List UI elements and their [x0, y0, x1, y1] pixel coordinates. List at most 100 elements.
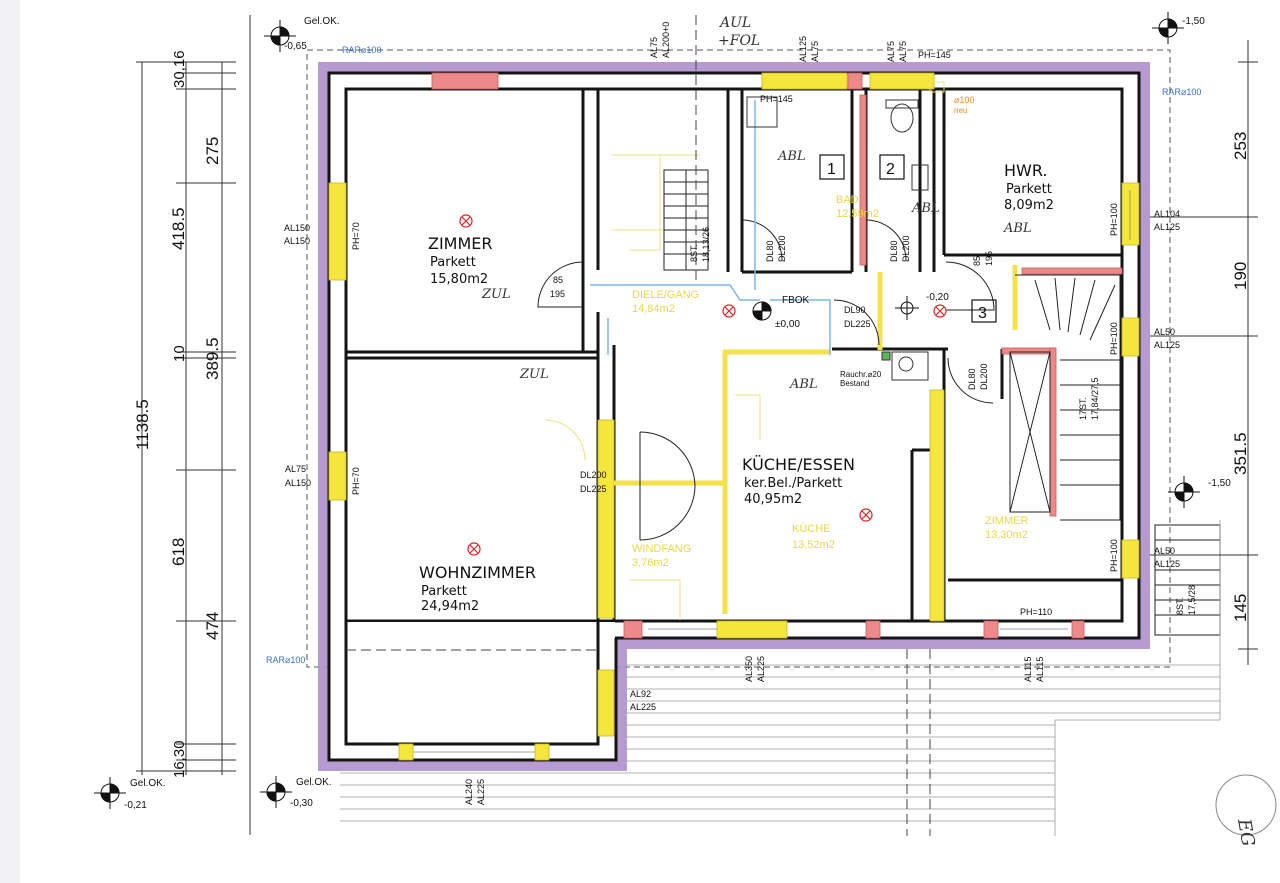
stair-left: [663, 169, 709, 271]
door-label: DL90: [844, 305, 866, 315]
door-label: 195: [550, 289, 565, 299]
pipe-label: RAR⌀100: [266, 655, 305, 665]
room-name: ZIMMER: [985, 515, 1028, 527]
door-label: 85: [972, 256, 982, 266]
dim-left: 418.5: [169, 207, 188, 250]
stair-label: 8ST.: [689, 244, 699, 262]
room-floor: Parkett: [430, 255, 476, 270]
room-name: BAD: [836, 194, 859, 206]
window-label: AL75: [810, 41, 820, 62]
door-label: DL225: [844, 319, 871, 329]
room-name: KÜCHE: [792, 523, 831, 535]
door-label: DL200: [979, 363, 989, 390]
pipe-label: RAR⌀100: [342, 45, 381, 55]
terrace-hatch: [340, 520, 1221, 836]
stair-label: 17,84/27,5: [1090, 377, 1100, 420]
number-label: 1: [827, 161, 836, 178]
window-label: AL150: [285, 478, 311, 488]
pink-elements: [431, 72, 1123, 639]
door-label: DL200: [901, 235, 911, 262]
room-area: 13,52m2: [792, 539, 835, 551]
level-value: -0,21: [124, 800, 147, 811]
level-label: Gel.OK.: [296, 777, 332, 788]
room-area: 12,59m2: [836, 208, 879, 220]
windows: [328, 72, 1140, 761]
door-label: DL225: [580, 484, 607, 494]
insulation-layer: [318, 62, 1150, 771]
drawing-sheet: [20, 0, 1280, 883]
window-label: PH=100: [1109, 203, 1119, 236]
dim-left: 275: [203, 137, 222, 165]
window-label: AL225: [756, 656, 766, 682]
pipe-label: neu: [954, 106, 967, 115]
window-label: AL92: [630, 689, 651, 699]
door-label: DL80: [889, 240, 899, 262]
stair-outside: [1154, 524, 1221, 636]
room-name: HWR.: [1004, 161, 1047, 180]
ventilation-pipes: [590, 100, 831, 355]
note: +FOL: [718, 33, 760, 49]
window-label: PH=145: [760, 94, 793, 104]
level-value: -0,30: [290, 798, 313, 809]
room-name: WOHNZIMMER: [419, 563, 536, 582]
door-label: 85: [553, 275, 563, 285]
window-label: AL125: [1154, 559, 1180, 569]
room-floor: ker.Bel./Parkett: [744, 476, 842, 491]
number-label: 3: [978, 305, 987, 322]
dim-right: 253: [1231, 132, 1250, 160]
window-label: PH=110: [1020, 607, 1052, 617]
level-marks: [94, 12, 1200, 809]
number-box: [819, 154, 845, 180]
dim-right: 351.5: [1231, 432, 1250, 475]
wall-gap: [330, 622, 615, 759]
stair-label: 17,5/28: [1187, 585, 1197, 615]
window-label: AL75: [898, 41, 908, 62]
eg-stamp: [1215, 774, 1277, 836]
window-label: AL200+0: [661, 22, 671, 58]
dim-left: 618: [169, 538, 188, 566]
note: ZUL: [481, 287, 511, 302]
window-label: AL115: [1035, 657, 1045, 682]
dim-left: 10: [171, 345, 188, 362]
dim-left: 16,30: [171, 740, 188, 778]
window-label: AL350: [744, 656, 754, 682]
level-value: -0,20: [926, 292, 949, 303]
dim-left: 30,16: [171, 50, 188, 88]
window-label: AL150: [284, 223, 310, 233]
room-floor: Parkett: [1006, 182, 1052, 197]
number-label: 2: [886, 161, 895, 178]
dim-total: 1138.5: [133, 399, 152, 450]
room-area: 14,84m2: [632, 303, 675, 315]
level-label: FBOK: [782, 295, 810, 306]
dim-left: 389.5: [203, 337, 222, 380]
level-label: Gel.OK.: [304, 16, 340, 27]
room-area: 8,09m2: [1004, 198, 1054, 213]
window-label: AL50: [1154, 546, 1175, 556]
level-value: -1,50: [1182, 16, 1205, 27]
window-label: AL75: [649, 37, 659, 58]
note: EG: [1233, 816, 1259, 848]
stair-label: 8ST.: [1175, 597, 1185, 615]
room-area: 13,30m2: [985, 529, 1028, 541]
room-name: WINDFANG: [632, 543, 691, 555]
room-name: DIELE/GANG: [632, 289, 699, 301]
window-label: AL150: [284, 236, 310, 246]
note: ABL: [911, 201, 940, 216]
window-label: AL125: [798, 36, 808, 62]
pipe-label: ⌀100: [954, 95, 974, 105]
window-label: AL75: [886, 41, 896, 62]
window-label: PH=145: [918, 50, 951, 60]
room-area: 15,80m2: [430, 272, 488, 287]
smoke-label: Bestand: [840, 379, 869, 388]
window-label: PH=100: [1109, 322, 1119, 355]
dim-right: 145: [1231, 594, 1250, 622]
window-label: PH=70: [351, 467, 361, 495]
note: AUL: [718, 15, 751, 31]
room-area: 24,94m2: [421, 599, 479, 614]
note: ZUL: [519, 367, 549, 382]
door-swings: [537, 219, 995, 541]
window-glass: [413, 190, 1131, 753]
note: ABL: [1003, 221, 1032, 236]
pipe-label: RAR⌀100: [1162, 87, 1201, 97]
window-label: AL225: [630, 702, 656, 712]
